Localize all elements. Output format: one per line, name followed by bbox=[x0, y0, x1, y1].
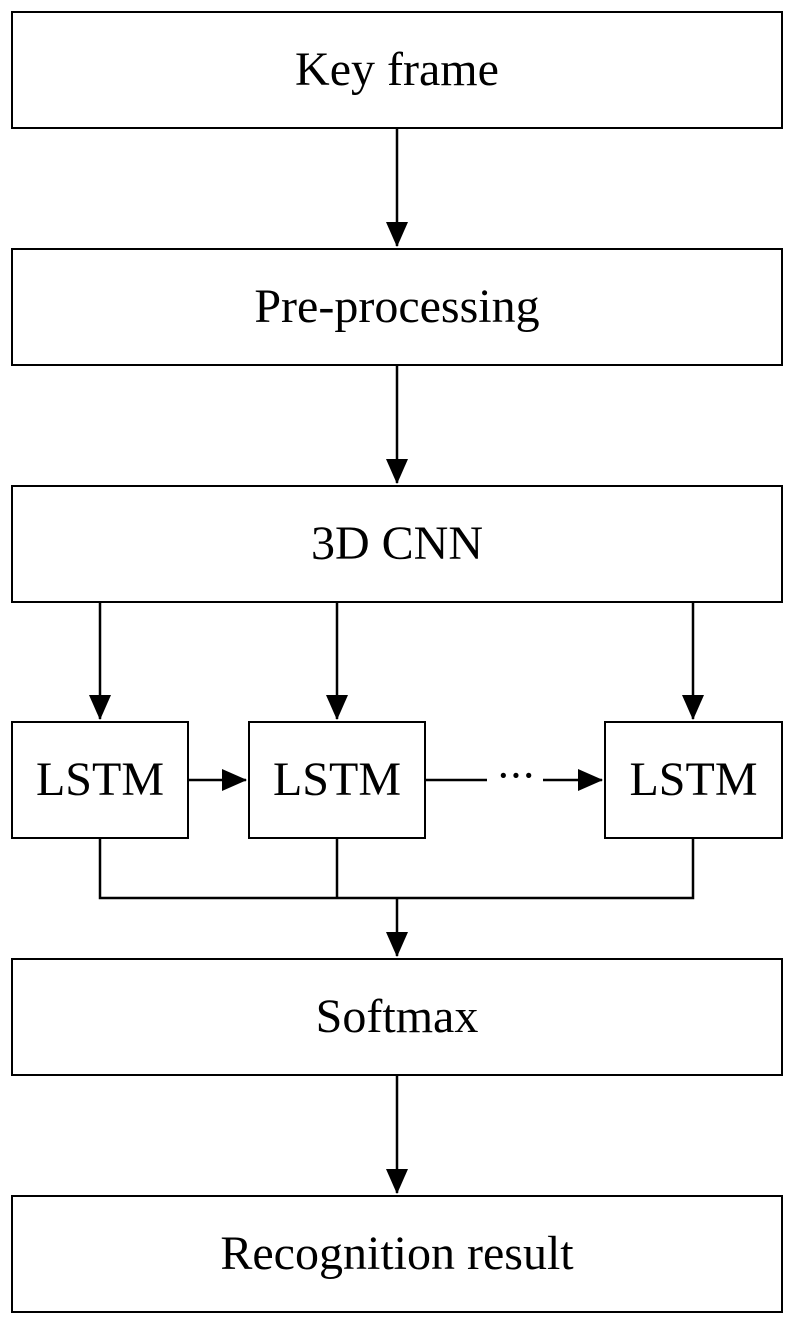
lstm-label-3: LSTM bbox=[629, 753, 758, 806]
recognition-result-box: Recognition result bbox=[11, 1195, 783, 1313]
lstm-box-2: LSTM bbox=[248, 721, 426, 839]
arrowhead-lstm-2-to-lstm-3 bbox=[578, 769, 603, 791]
arrowhead-cnn-to-lstm-3 bbox=[682, 695, 704, 720]
cnn-label: 3D CNN bbox=[310, 517, 483, 570]
preprocessing-label: Pre-processing bbox=[254, 280, 540, 333]
cnn-box: 3D CNN bbox=[11, 485, 783, 603]
arrowhead-cnn-to-lstm-2 bbox=[326, 695, 348, 720]
key-frame-label: Key frame bbox=[295, 43, 499, 96]
softmax-label: Softmax bbox=[315, 990, 479, 1043]
preprocessing-box: Pre-processing bbox=[11, 248, 783, 366]
softmax-box: Softmax bbox=[11, 958, 783, 1076]
merge-lines-lstm-to-softmax bbox=[98, 839, 695, 900]
arrowhead-lstm-1-to-lstm-2 bbox=[222, 769, 247, 791]
ellipsis-text: ··· bbox=[487, 754, 543, 798]
arrowhead-softmax-to-result bbox=[386, 1169, 408, 1194]
lstm-box-3: LSTM bbox=[604, 721, 783, 839]
lstm-label-2: LSTM bbox=[272, 753, 401, 806]
arrowhead-preprocessing-to-cnn bbox=[386, 459, 408, 484]
arrowhead-keyframe-to-preprocessing bbox=[386, 222, 408, 247]
key-frame-box: Key frame bbox=[11, 11, 783, 129]
recognition-result-label: Recognition result bbox=[220, 1227, 574, 1280]
lstm-label-1: LSTM bbox=[35, 753, 164, 806]
arrowhead-merge-to-softmax bbox=[386, 932, 408, 957]
arrowhead-cnn-to-lstm-1 bbox=[89, 695, 111, 720]
lstm-box-1: LSTM bbox=[11, 721, 189, 839]
